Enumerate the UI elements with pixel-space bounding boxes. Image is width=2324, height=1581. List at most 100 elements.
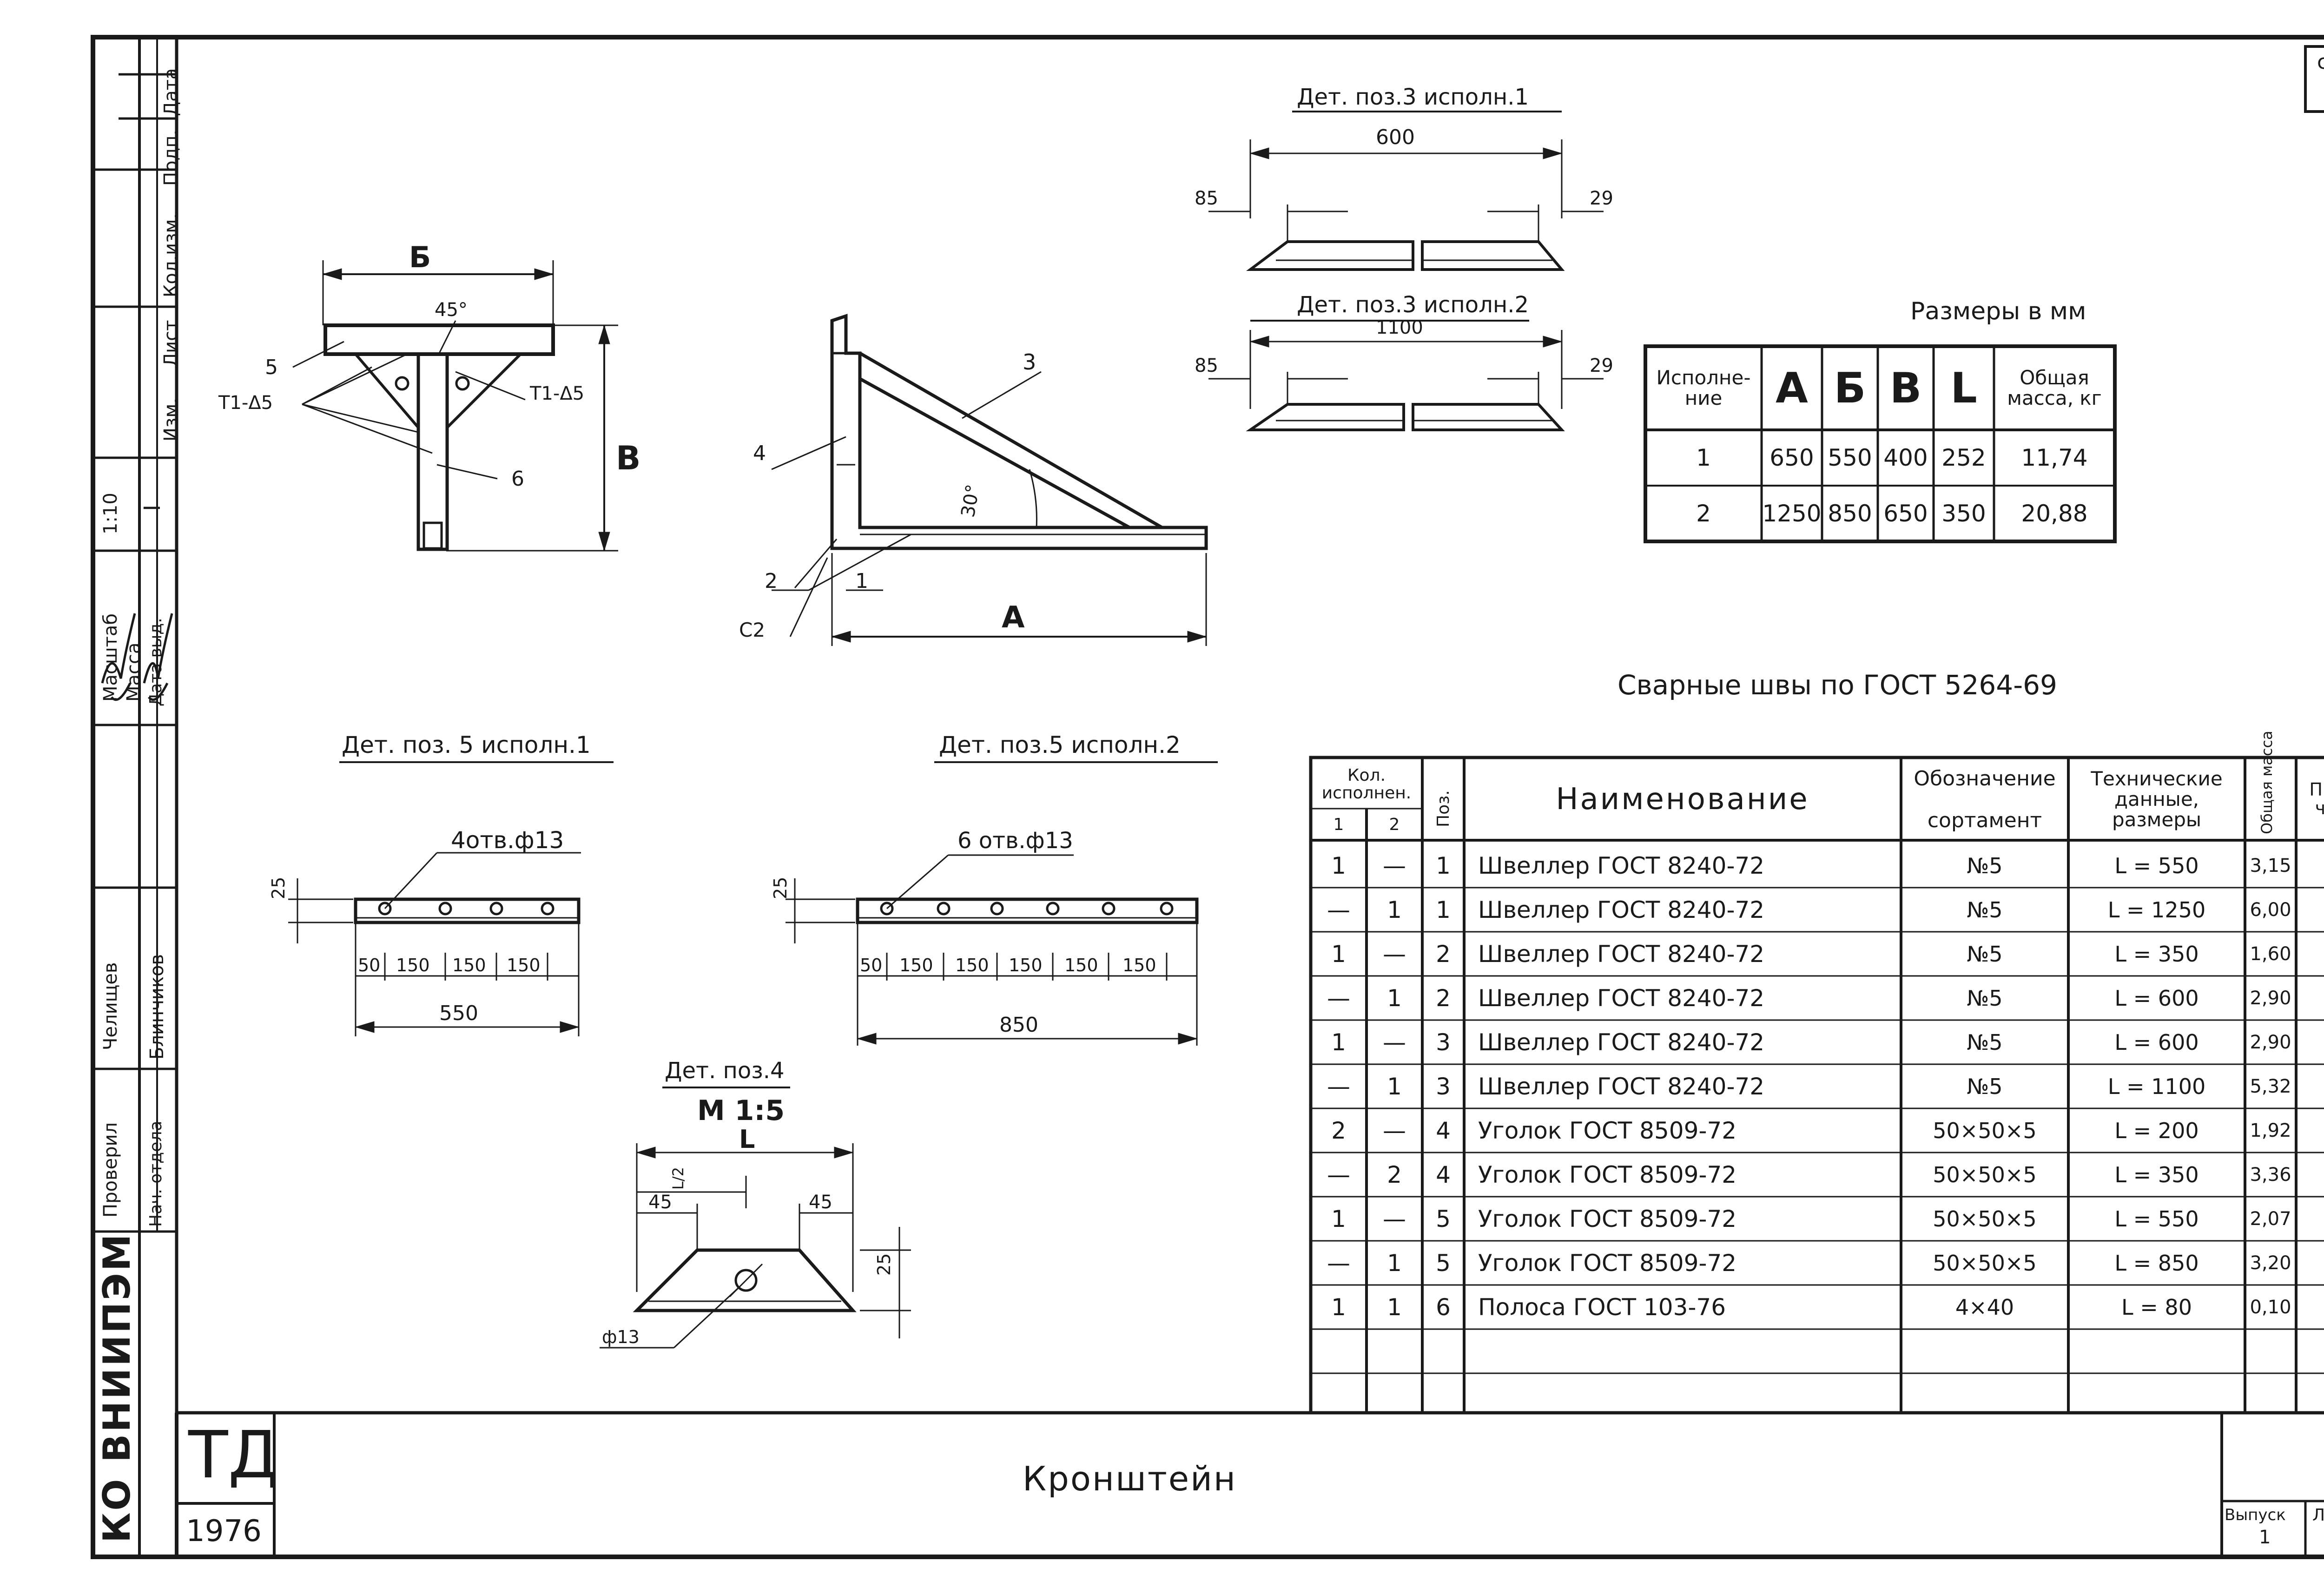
- spec-cell-mass: 3,36: [2250, 1164, 2291, 1186]
- spec-cell-poz: 1: [1436, 896, 1451, 923]
- detail5-2-s1: 50: [860, 955, 882, 975]
- pos3-label: 3: [1023, 349, 1036, 375]
- size-r1-b: 550: [1828, 444, 1872, 471]
- size-r1-mass: 11,74: [2021, 444, 2088, 471]
- spec-cell-k1: 1: [1331, 1293, 1346, 1321]
- spec-cell-k2: —: [1383, 852, 1406, 879]
- detail3-d85b: 85: [1195, 355, 1218, 376]
- spec-cell-mass: 2,90: [2250, 1031, 2291, 1053]
- spec-cell-poz: 5: [1436, 1205, 1451, 1232]
- spec-hdr-poz: Поз.: [1434, 790, 1453, 827]
- detail5-1-s3: 150: [452, 955, 486, 975]
- spec-cell-name: Уголок ГОСТ 8509-72: [1478, 1205, 1737, 1232]
- size-r1-v: 400: [1883, 444, 1928, 471]
- size-r2-mass: 20,88: [2021, 500, 2088, 527]
- spec-cell-oboz: №5: [1967, 897, 2003, 922]
- spec-cell-oboz: №5: [1967, 1029, 2003, 1055]
- spec-hdr-tech: Технические данные, размеры: [2091, 767, 2223, 831]
- spec-cell-k2: 2: [1387, 1161, 1402, 1188]
- spec-cell-oboz: 50×50×5: [1933, 1118, 2037, 1143]
- spec-cell-oboz: 50×50×5: [1933, 1162, 2037, 1187]
- detail3-d29a: 29: [1590, 188, 1613, 209]
- spec-hdr-oboz-top: Обозначение: [1914, 766, 2056, 790]
- detail5-1-total: 550: [439, 1001, 478, 1025]
- detail4-d45a: 45: [648, 1192, 672, 1213]
- spec-cell-name: Швеллер ГОСТ 8240-72: [1478, 852, 1765, 879]
- spec-cell-k1: —: [1327, 1073, 1350, 1100]
- angle-45-label: 45°: [435, 299, 468, 321]
- spec-hdr-note: Приме-чание: [2309, 779, 2324, 818]
- pos2-label: 2: [765, 569, 778, 593]
- spec-cell-poz: 3: [1436, 1073, 1451, 1100]
- pos5-label: 5: [265, 356, 278, 379]
- spec-cell-tech: L = 1250: [2107, 897, 2206, 922]
- dim-a-label: А: [1002, 600, 1025, 635]
- spec-cell-k2: 1: [1387, 1249, 1402, 1277]
- spec-cell-name: Швеллер ГОСТ 8240-72: [1478, 896, 1765, 923]
- spec-cell-oboz: №5: [1967, 853, 2003, 878]
- spec-cell-tech: L = 80: [2121, 1294, 2192, 1320]
- detail5-1-s2: 150: [396, 955, 430, 975]
- sheet-label: Лист: [2312, 1506, 2324, 1525]
- spec-cell-name: Уголок ГОСТ 8509-72: [1478, 1249, 1737, 1277]
- spec-hdr-k2: 2: [1389, 815, 1400, 834]
- spec-cell-name: Уголок ГОСТ 8509-72: [1478, 1161, 1737, 1188]
- spec-cell-oboz: №5: [1967, 1074, 2003, 1099]
- size-hdr-exec: Исполне-ние: [1656, 366, 1751, 409]
- drawing-title: Кронштейн: [1023, 1459, 1237, 1498]
- issue-value: 1: [2259, 1527, 2271, 1548]
- size-table-caption: Размеры в мм: [1910, 297, 2086, 325]
- detail5-2-s2: 150: [899, 955, 933, 975]
- spec-cell-tech: L = 850: [2114, 1250, 2199, 1276]
- spec-cell-oboz: №5: [1967, 941, 2003, 967]
- spec-cell-poz: 3: [1436, 1028, 1451, 1056]
- detail3-title1: Дет. поз.3 исполн.1: [1297, 84, 1529, 110]
- size-r2-a: 1250: [1762, 500, 1822, 527]
- detail4-title: Дет. поз.4: [665, 1058, 785, 1084]
- pos6-label: 6: [511, 467, 524, 491]
- spec-cell-mass: 5,32: [2250, 1075, 2291, 1097]
- spec-cell-mass: 2,07: [2250, 1208, 2291, 1230]
- spec-cell-k1: 1: [1331, 1028, 1346, 1056]
- spec-cell-oboz: 50×50×5: [1933, 1250, 2037, 1276]
- spec-cell-poz: 4: [1436, 1117, 1451, 1144]
- spec-cell-mass: 2,90: [2250, 987, 2291, 1009]
- spec-cell-k1: 1: [1331, 940, 1346, 968]
- spec-cell-name: Уголок ГОСТ 8509-72: [1478, 1117, 1737, 1144]
- spec-cell-tech: L = 350: [2114, 1162, 2199, 1187]
- size-r1-a: 650: [1769, 444, 1814, 471]
- detail3-len1: 600: [1376, 125, 1415, 149]
- spec-cell-poz: 4: [1436, 1161, 1451, 1188]
- spec-cell-mass: 3,15: [2250, 855, 2291, 876]
- spec-cell-tech: L = 550: [2114, 1206, 2199, 1232]
- spec-cell-tech: L = 200: [2114, 1118, 2199, 1143]
- pos1-label: 1: [855, 569, 868, 593]
- dim-v-label: В: [616, 439, 640, 477]
- detail5-2-title: Дет. поз.5 исполн.2: [939, 731, 1181, 758]
- spec-cell-poz: 5: [1436, 1249, 1451, 1277]
- weld-t1-right: Т1-Δ5: [529, 383, 584, 404]
- spec-cell-poz: 2: [1436, 984, 1451, 1012]
- size-hdr-b: Б: [1834, 363, 1866, 413]
- spec-cell-k2: 1: [1387, 896, 1402, 923]
- size-r2-exec: 2: [1696, 500, 1711, 527]
- spec-cell-k2: —: [1383, 940, 1406, 968]
- detail3-len2: 1100: [1376, 317, 1423, 338]
- size-hdr-l: L: [1950, 363, 1977, 413]
- spec-cell-k1: —: [1327, 1249, 1350, 1277]
- spec-hdr-oboz-bot: сортамент: [1927, 808, 2042, 832]
- detail4-h: 25: [874, 1253, 894, 1276]
- issue-label: Выпуск: [2225, 1506, 2286, 1524]
- detail5-2-s5: 150: [1064, 955, 1098, 975]
- spec-cell-mass: 1,92: [2250, 1120, 2291, 1141]
- spec-cell-k1: 1: [1331, 852, 1346, 879]
- size-r1-l: 252: [1941, 444, 1986, 471]
- spec-cell-tech: L = 550: [2114, 853, 2199, 878]
- spec-cell-k2: —: [1383, 1028, 1406, 1056]
- dim-b-label: Б: [409, 240, 431, 274]
- weld-note: Сварные швы по ГОСТ 5264-69: [1618, 669, 2057, 701]
